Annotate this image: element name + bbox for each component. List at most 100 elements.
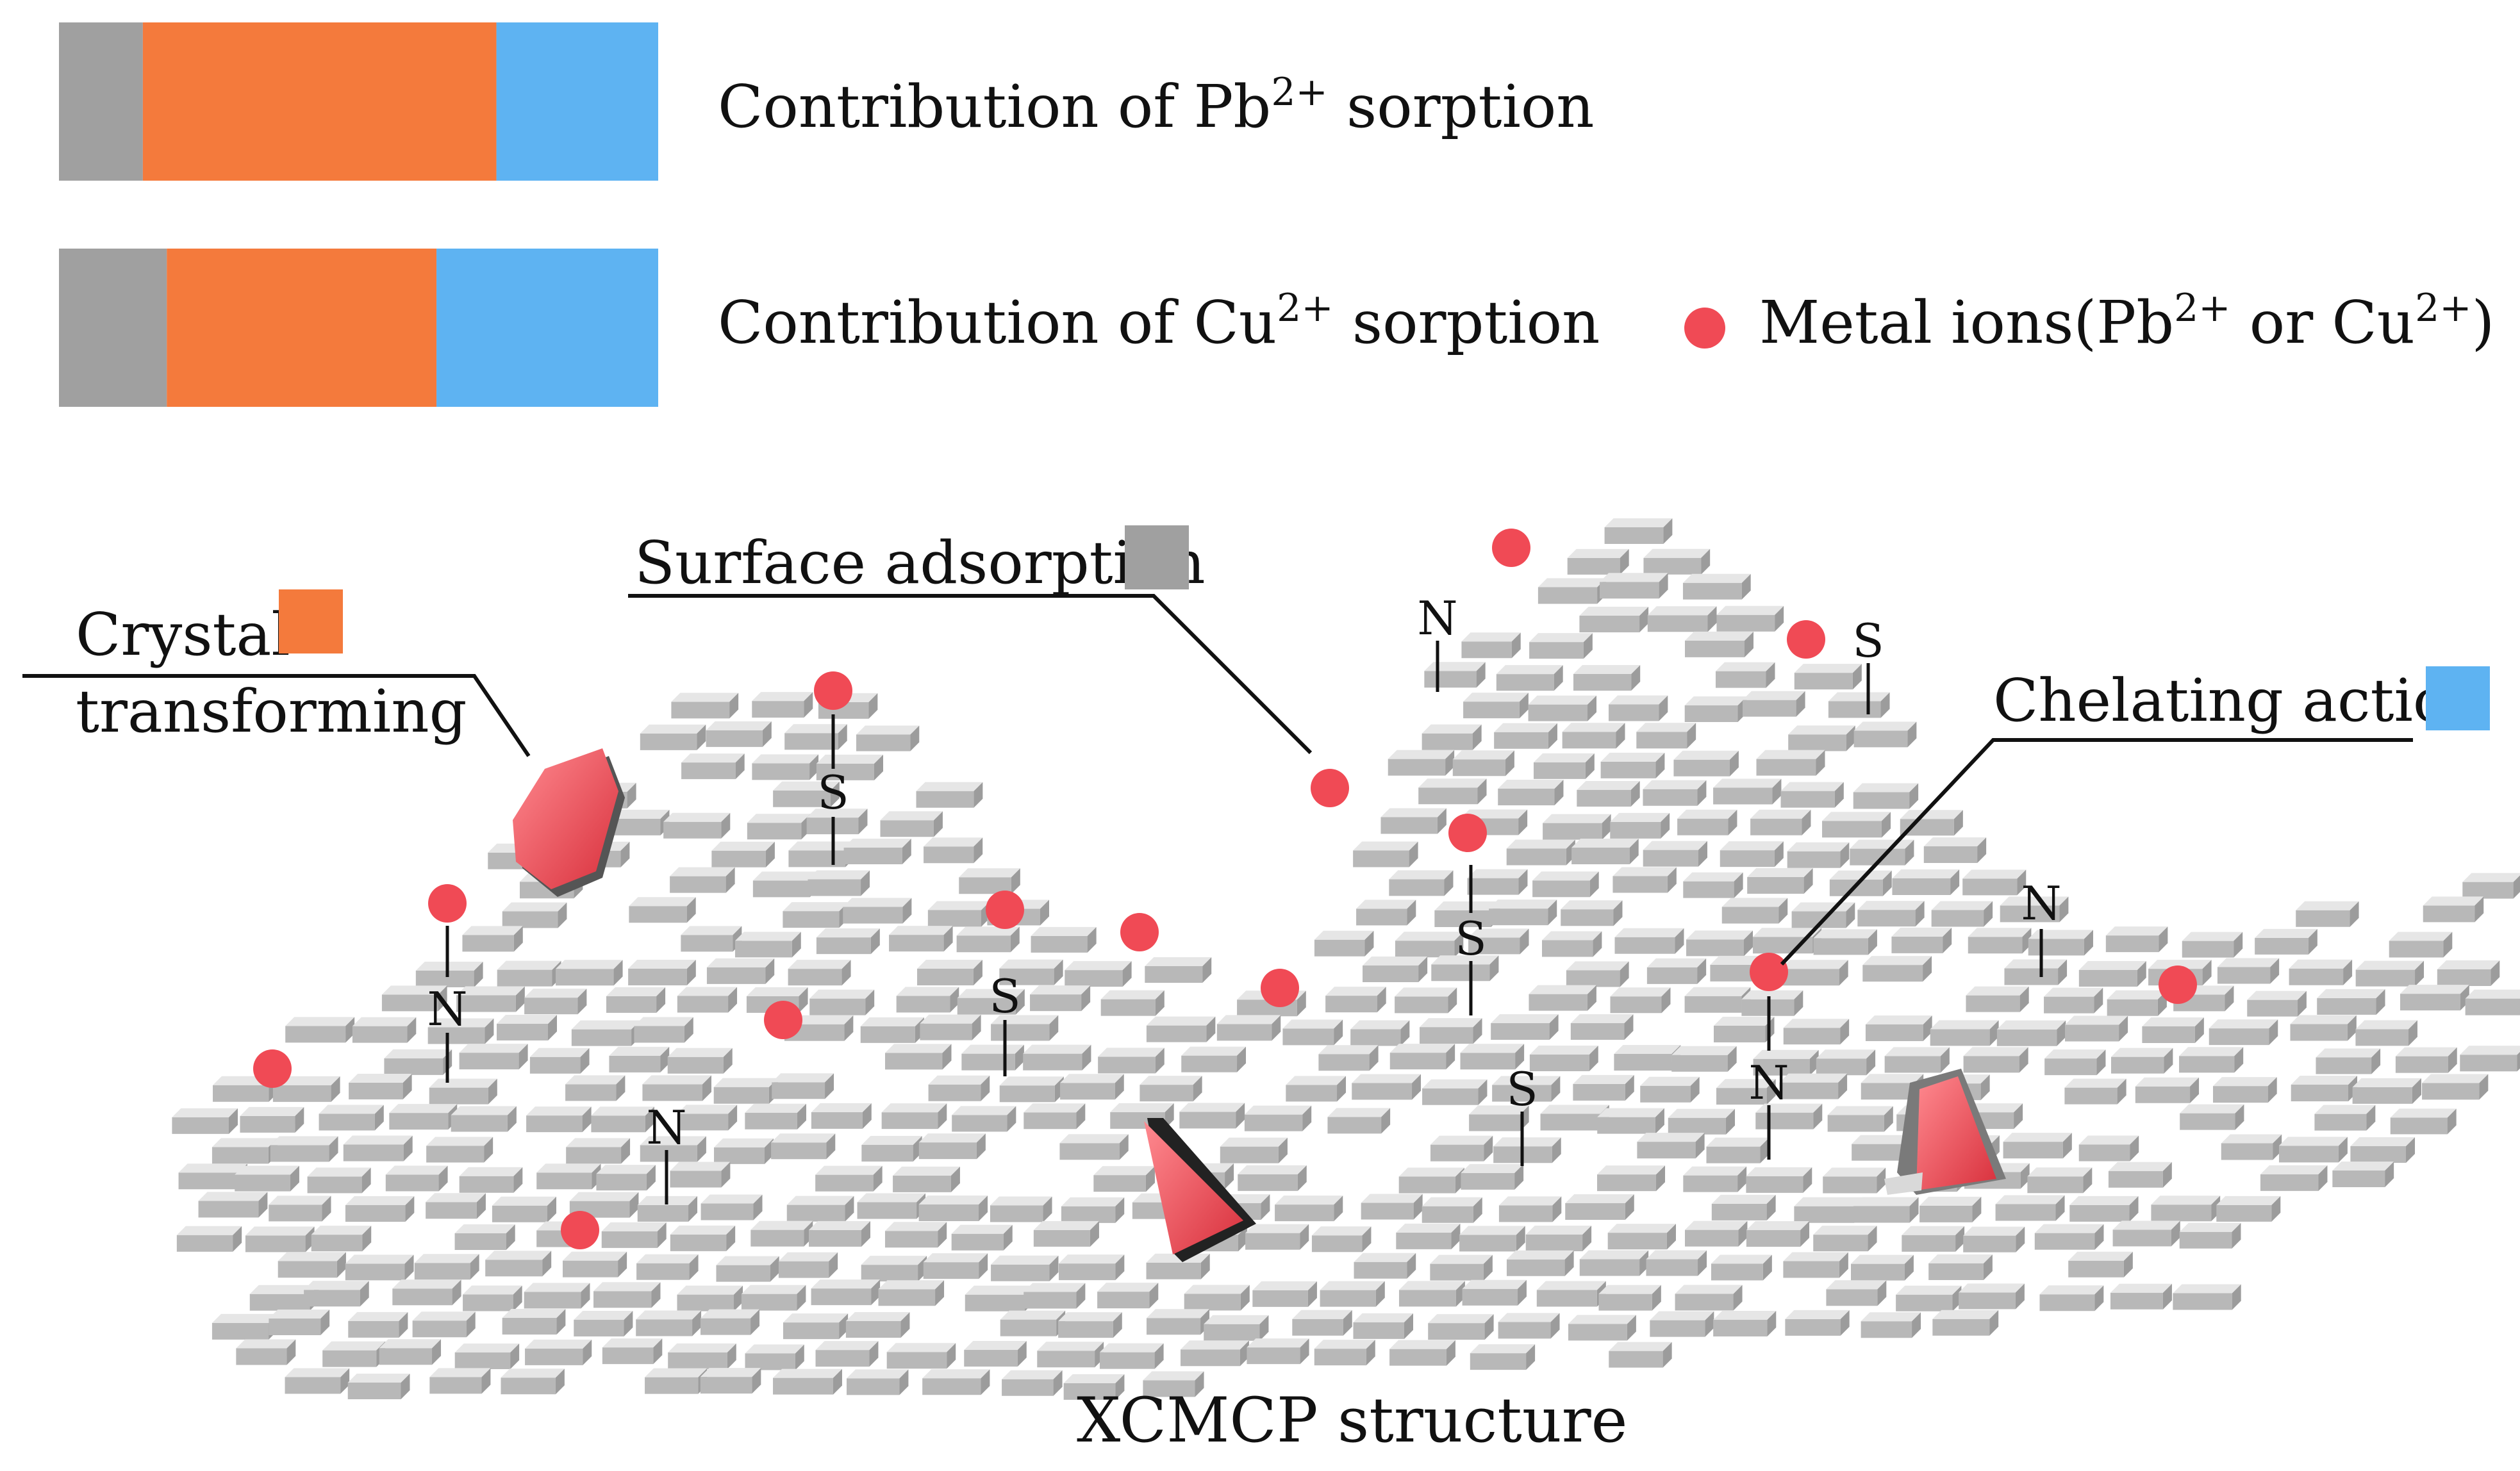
block-top (881, 1103, 947, 1113)
block-side (1620, 548, 1629, 575)
polymer-block (2135, 1077, 2200, 1103)
block-top (1779, 1073, 1848, 1083)
block-top (1468, 928, 1529, 938)
block-front (1721, 907, 1779, 924)
block-top (2028, 930, 2093, 939)
block-front (1459, 1235, 1516, 1252)
block-side (402, 1074, 412, 1100)
block-front (1853, 792, 1910, 809)
block-top (1756, 750, 1825, 759)
block-side (1602, 814, 1611, 840)
block-top (1753, 1049, 1819, 1059)
block-front (211, 1147, 269, 1164)
block-side (1760, 1137, 1770, 1163)
block-front (1597, 1117, 1655, 1134)
block-front (1184, 1294, 1241, 1311)
block-top (1788, 725, 1855, 735)
block-side (938, 1222, 947, 1248)
block-side (1794, 990, 1803, 1016)
block-front (714, 1147, 765, 1164)
block-side (1839, 960, 1848, 986)
block-side (2517, 1051, 2520, 1072)
block-side (401, 1374, 410, 1400)
block-front (1713, 1319, 1768, 1336)
polymer-block (429, 1368, 491, 1394)
block-side (1905, 839, 1914, 866)
block-side (950, 987, 959, 1013)
polymer-block (1252, 1281, 1317, 1307)
block-front (502, 1318, 557, 1335)
polymer-block (1785, 1310, 1850, 1336)
block-side (2447, 1108, 2457, 1135)
block-top (640, 724, 706, 734)
block-side (1193, 1076, 1202, 1102)
block-side (1631, 664, 1641, 691)
metal-ion-legend-marker (1684, 308, 1725, 349)
block-top (1320, 1281, 1385, 1290)
block-top (815, 1165, 883, 1175)
polymer-block (663, 812, 731, 839)
block-side (1729, 750, 1739, 777)
block-side (513, 1285, 522, 1311)
polymer-block (1065, 961, 1132, 987)
crystal-trapezoid (1884, 1069, 2006, 1195)
block-front (880, 820, 934, 837)
block-front (885, 1053, 943, 1070)
block-front (1857, 910, 1916, 927)
polymer-block (1398, 1167, 1464, 1194)
block-top (1536, 1281, 1606, 1290)
block-front (816, 763, 875, 780)
block-top (571, 1020, 641, 1030)
block-side (613, 960, 623, 986)
block-front (269, 1318, 321, 1335)
block-side (1261, 1194, 1270, 1220)
svg-text:S: S (1455, 912, 1486, 966)
block-front (1031, 935, 1088, 953)
block-front (964, 1350, 1018, 1367)
block-front (1314, 939, 1365, 957)
block-side (474, 961, 483, 987)
block-side (844, 1015, 854, 1041)
block-side (2016, 1226, 2025, 1253)
block-front (426, 1146, 485, 1163)
block-front (670, 1171, 722, 1188)
block-top (593, 1282, 661, 1292)
block-top (211, 1313, 278, 1323)
block-side (1095, 1342, 1104, 1368)
block-front (2105, 935, 2159, 953)
block-side (1813, 1103, 1823, 1130)
block-top (1145, 957, 1212, 966)
block-front (889, 935, 944, 952)
block-side (1743, 930, 1753, 957)
block-top (1571, 839, 1639, 848)
polymer-block (636, 1254, 699, 1280)
block-front (1420, 1027, 1473, 1044)
block-side (1548, 723, 1557, 749)
block-front (991, 1264, 1050, 1281)
block-side (2376, 989, 2385, 1015)
block-front (608, 818, 661, 835)
block-side (1989, 1020, 1999, 1046)
block-top (1430, 1135, 1493, 1145)
polymer-block (990, 1196, 1052, 1222)
block-top (2173, 1284, 2241, 1294)
polymer-block (845, 1312, 910, 1338)
block-side (1762, 1254, 1772, 1281)
bar-segment-chelating-action (496, 22, 658, 181)
block-side (1049, 1255, 1059, 1281)
block-top (1059, 1134, 1129, 1144)
block-top (1962, 869, 2027, 879)
block-side (1839, 1252, 1848, 1278)
block-side (1369, 1045, 1379, 1071)
block-front (1826, 1289, 1878, 1306)
block-front (1931, 910, 1984, 927)
crystal-hexagon (513, 748, 625, 897)
polymer-block (1238, 1165, 1307, 1191)
block-front (1861, 1083, 1915, 1100)
block-front (636, 1263, 690, 1280)
block-front (1746, 1230, 1801, 1247)
polymer-block (1093, 1166, 1155, 1192)
block-front (677, 1114, 729, 1131)
block-top (1612, 867, 1677, 876)
metal-ions (253, 529, 2197, 1249)
